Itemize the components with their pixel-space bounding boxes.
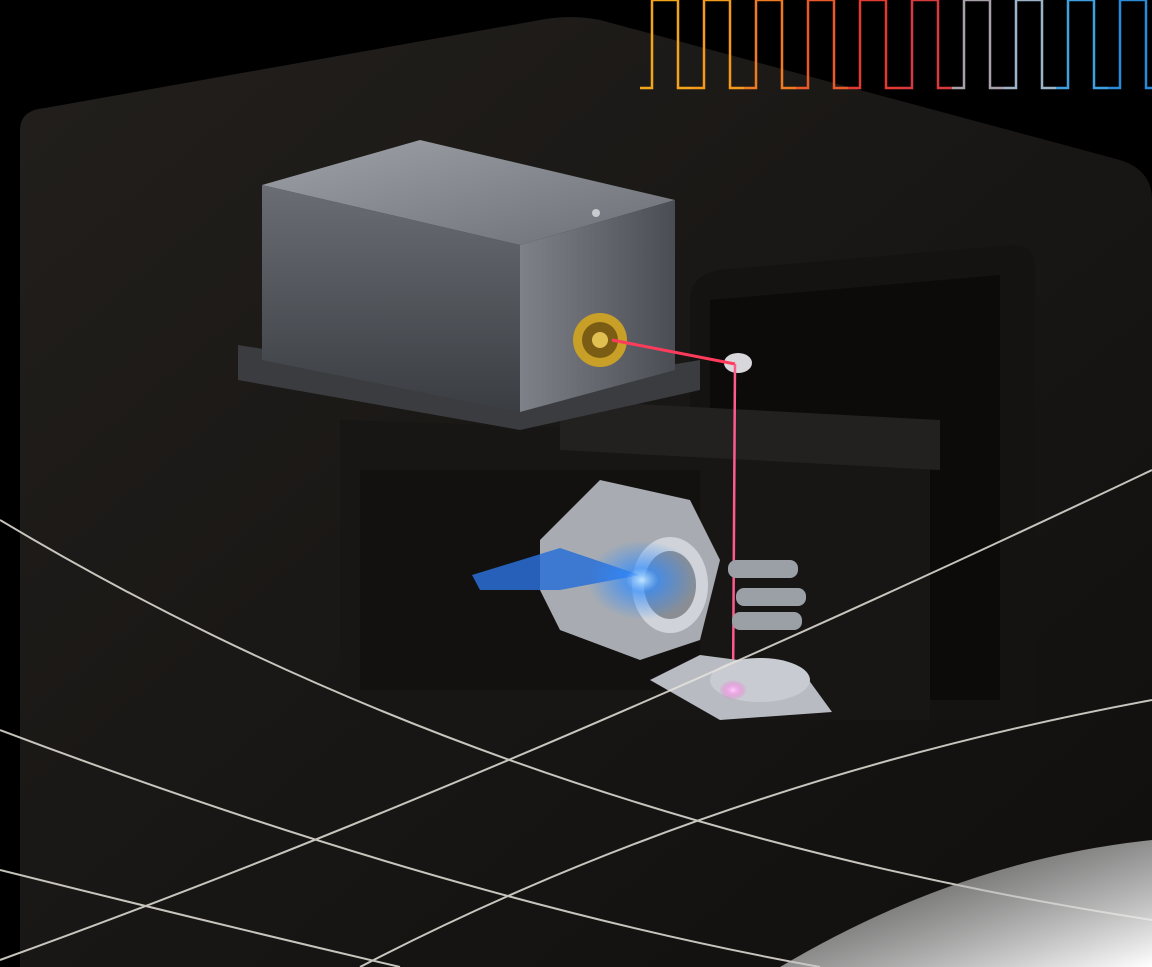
light-surface bbox=[780, 840, 1152, 967]
pulse-segment bbox=[744, 0, 796, 90]
pulse-segment bbox=[640, 0, 692, 90]
pulse-segment bbox=[796, 0, 848, 90]
optics-assembly bbox=[472, 480, 832, 720]
pulse-waveform bbox=[640, 0, 1152, 90]
laser-beam bbox=[611, 338, 737, 691]
steering-mirror bbox=[724, 353, 752, 373]
pulse-segment bbox=[900, 0, 952, 90]
instrument-enclosure bbox=[20, 17, 1152, 967]
laser-aperture-icon bbox=[573, 313, 627, 367]
pulse-segment bbox=[848, 0, 900, 90]
pulse-segment bbox=[692, 0, 744, 90]
pulse-segment bbox=[1108, 0, 1152, 90]
pulse-segment bbox=[1056, 0, 1108, 90]
laser-module bbox=[238, 140, 700, 430]
pulse-segment bbox=[952, 0, 1004, 90]
pulse-segment bbox=[1004, 0, 1056, 90]
